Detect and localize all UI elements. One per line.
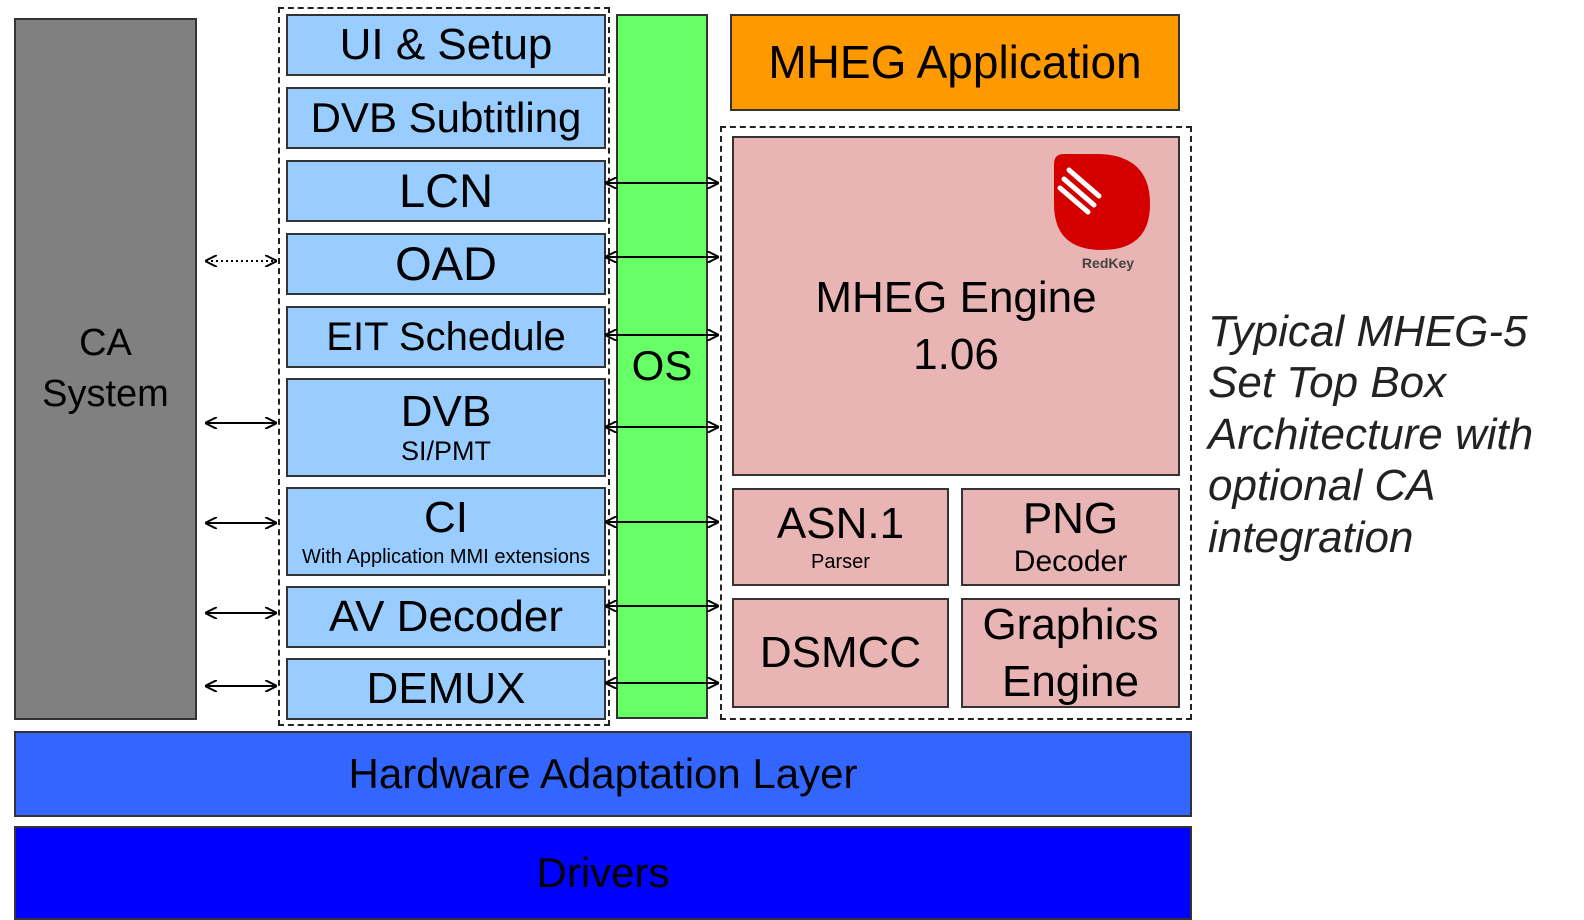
middleware-group-outline (278, 7, 610, 726)
ca-system-label-line1: CA (79, 321, 132, 364)
mheg-engine-block: RedKey MHEG Engine 1.06 (732, 136, 1180, 476)
module-oad: OAD (286, 233, 606, 295)
graphics-engine-label-line2: Engine (1001, 657, 1139, 706)
drivers-label: Drivers (536, 848, 670, 896)
graphics-engine-label-line1: Graphics (982, 599, 1159, 649)
module-ci-sublabel: With Application MMI extensions (302, 546, 590, 569)
module-dvb-label: DVB (400, 387, 492, 437)
mheg-engine-group-outline (720, 126, 1192, 720)
module-demux-label: DEMUX (366, 663, 526, 713)
png-sublabel: Decoder (1013, 545, 1128, 579)
ca-system-block: CA System (14, 18, 197, 720)
module-ui-setup: UI & Setup (286, 14, 606, 76)
dsmcc-block: DSMCC (732, 598, 949, 708)
mheg-engine-version: 1.06 (913, 330, 999, 379)
module-ci-label: CI (424, 492, 468, 542)
drivers-layer: Drivers (14, 826, 1192, 920)
module-dvb: DVB SI/PMT (286, 378, 606, 477)
mheg-application-label: MHEG Application (768, 36, 1142, 89)
diagram-caption: Typical MHEG-5 Set Top Box Architecture … (1208, 307, 1534, 562)
module-lcn-label: LCN (398, 164, 494, 218)
module-eit-schedule-label: EIT Schedule (326, 315, 566, 359)
redkey-logo-icon: RedKey (1054, 154, 1150, 271)
module-dvb-subtitling: DVB Subtitling (286, 87, 606, 149)
hal-label: Hardware Adaptation Layer (348, 749, 858, 797)
module-ui-setup-label: UI & Setup (339, 19, 553, 69)
asn1-block: ASN.1 Parser (732, 488, 949, 586)
mheg-engine-label: MHEG Engine (815, 272, 1097, 322)
asn1-label: ASN.1 (776, 499, 905, 549)
mheg-application-block: MHEG Application (730, 14, 1180, 111)
hardware-adaptation-layer: Hardware Adaptation Layer (14, 731, 1192, 817)
png-block: PNG Decoder (961, 488, 1180, 586)
asn1-sublabel: Parser (811, 550, 870, 573)
dsmcc-label: DSMCC (759, 627, 922, 677)
module-ci: CI With Application MMI extensions (286, 487, 606, 576)
module-av-decoder: AV Decoder (286, 586, 606, 648)
module-dvb-subtitling-label: DVB Subtitling (310, 93, 582, 141)
module-oad-label: OAD (395, 237, 497, 291)
module-dvb-sublabel: SI/PMT (400, 436, 491, 467)
ca-system-label-line2: System (42, 373, 169, 415)
module-demux: DEMUX (286, 658, 606, 720)
module-eit-schedule: EIT Schedule (286, 306, 606, 368)
os-block: OS (616, 14, 708, 719)
os-label: OS (631, 342, 693, 390)
module-av-decoder-label: AV Decoder (329, 591, 563, 641)
png-label: PNG (1022, 494, 1119, 544)
graphics-engine-block: Graphics Engine (961, 598, 1180, 708)
redkey-logo-text: RedKey (1082, 255, 1134, 271)
module-lcn: LCN (286, 160, 606, 222)
